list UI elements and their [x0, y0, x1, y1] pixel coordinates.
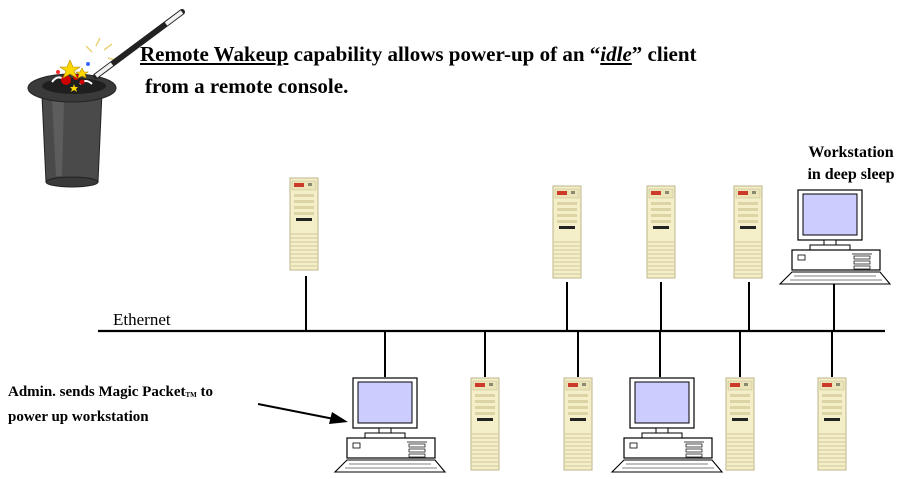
workstation-label-line2: in deep sleep [807, 166, 895, 183]
admin-label-part1: Admin. sends Magic Packet [8, 384, 186, 400]
admin-label: Admin. sends Magic PacketTM to power up … [8, 381, 308, 428]
headline-idle: idle [600, 42, 632, 66]
server-tower-icon [733, 185, 763, 279]
server-tower-icon [646, 185, 676, 279]
magic-packet-arrow [257, 403, 335, 420]
server-tower-icon [470, 377, 500, 471]
server-tower-icon [817, 377, 847, 471]
headline: Remote Wakeup capability allows power-up… [140, 38, 900, 102]
desktop-computer-icon [611, 377, 723, 473]
magic-wand-icon [93, 9, 185, 79]
headline-text-a: capability allows power-up of an “ [288, 42, 601, 66]
trademark-mark: TM [185, 391, 197, 399]
ethernet-label: Ethernet [113, 310, 171, 329]
server-tower-icon [563, 377, 593, 471]
headline-feature: Remote Wakeup [140, 42, 289, 66]
magic-hat-icon [27, 37, 117, 188]
headline-line2: from a remote console. [145, 74, 349, 98]
server-tower-icon [552, 185, 582, 279]
server-tower-icon [725, 377, 755, 471]
headline-text-b: ” client [631, 42, 697, 66]
sleeping-workstation-icon [779, 189, 891, 285]
admin-desktop-icon [334, 377, 446, 473]
server-tower-icon [289, 177, 319, 271]
workstation-label: Workstation in deep sleep [780, 142, 921, 186]
arrowhead-icon [329, 412, 348, 424]
workstation-label-line1: Workstation [808, 144, 894, 161]
admin-label-part2: to [196, 384, 214, 400]
admin-label-line2: power up workstation [8, 409, 149, 425]
